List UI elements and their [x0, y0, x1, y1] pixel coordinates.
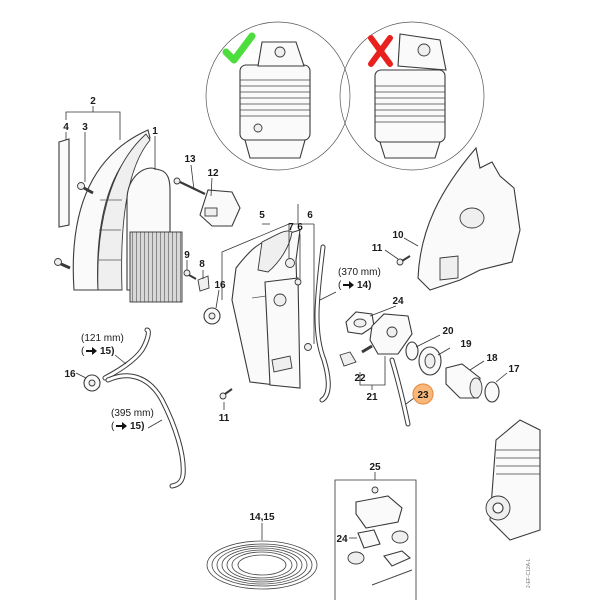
callout-17: 17 [508, 364, 520, 375]
callout-3: 3 [82, 122, 88, 133]
callout-7: 7 [288, 222, 294, 233]
note-395-open: ( [111, 421, 115, 432]
knob-22 [339, 351, 357, 367]
bracket-12 [199, 189, 241, 227]
plug-6b [304, 343, 312, 351]
note-395mm: (395 mm) ( 15) [111, 408, 154, 432]
note-121-open: ( [81, 346, 85, 357]
callout-6b: 6 [307, 210, 313, 221]
callout-5: 5 [259, 210, 265, 221]
callout-21: 21 [366, 392, 378, 403]
bolt-13 [173, 177, 206, 195]
highlight-badge[interactable] [412, 383, 434, 405]
engine-cylinder-correct-illustration [239, 41, 311, 159]
note-370-open: ( [338, 280, 342, 291]
note-121mm: (121 mm) ( 15) [81, 333, 124, 357]
callout-24: 24 [392, 296, 404, 307]
gasket-24 [345, 311, 375, 335]
shroud-10 [417, 146, 521, 291]
note-121-length: (121 mm) [81, 333, 124, 344]
clip-8 [197, 275, 210, 292]
plug-7 [285, 258, 295, 268]
callout-23: 23 [417, 390, 429, 401]
callout-25: 25 [369, 462, 381, 473]
callout-12: 12 [207, 168, 219, 179]
screw-11-lower [219, 388, 233, 400]
note-370mm: (370 mm) ( 14) [338, 267, 381, 291]
arrow-right-icon [86, 347, 97, 355]
note-395-ref: 15) [130, 421, 144, 432]
note-370-length: (370 mm) [338, 267, 381, 278]
screw-lower-left [54, 258, 71, 270]
screw-9 [183, 269, 197, 280]
check-icon [222, 32, 256, 64]
highlight-callout-23[interactable]: 23 [412, 383, 434, 405]
x-icon [368, 35, 393, 67]
callout-16-lower: 16 [64, 369, 76, 380]
comparison-incorrect [339, 21, 485, 171]
note-121-ref: 15) [100, 346, 114, 357]
callout-24-kit: 24 [336, 534, 348, 545]
screw-11-upper [396, 255, 411, 266]
callout-2: 2 [90, 96, 96, 107]
engine-partial [485, 419, 541, 541]
callout-13: 13 [184, 154, 196, 165]
air-filter [126, 167, 183, 303]
callout-14-15: 14,15 [249, 512, 274, 523]
callout-8: 8 [199, 259, 205, 270]
note-370-ref: 14) [357, 280, 371, 291]
callout-10: 10 [392, 230, 404, 241]
callout-22: 22 [354, 373, 366, 384]
callout-20: 20 [442, 326, 454, 337]
callout-11-upper: 11 [372, 243, 383, 254]
hose-370mm [314, 244, 331, 403]
screw-3 [77, 182, 94, 195]
valve-16-upper [203, 307, 221, 325]
note-395-length: (395 mm) [111, 408, 154, 419]
valve-16-lower [83, 374, 101, 392]
callout-4: 4 [63, 122, 69, 133]
plug-6a [294, 278, 302, 286]
air-filter-cover [72, 129, 151, 291]
leader-lines [65, 106, 508, 540]
manifold-18 [445, 363, 483, 399]
callout-9: 9 [184, 250, 190, 261]
comparison-correct [205, 21, 351, 171]
fuel-line-coil-14-15 [206, 540, 318, 590]
hose-121mm [102, 327, 151, 381]
gasket-kit-box [334, 479, 417, 600]
engine-cylinder-incorrect-illustration [374, 33, 447, 159]
callout-6a: 6 [297, 222, 303, 233]
callout-16-upper: 16 [214, 280, 226, 291]
hose-395mm [105, 373, 186, 489]
carburetor-21 [361, 313, 413, 355]
callout-19: 19 [460, 339, 472, 350]
callout-1: 1 [152, 126, 158, 137]
flange-19 [418, 346, 442, 376]
arrow-right-icon [343, 281, 354, 289]
hose-23 [389, 357, 411, 427]
drawing-code: 2-EF-C12A-L [526, 558, 532, 588]
carburetor-box-housing [231, 229, 301, 389]
ring-20 [405, 341, 419, 361]
arrow-right-icon [116, 422, 127, 430]
callout-11-lower: 11 [219, 413, 230, 424]
callout-18: 18 [486, 353, 498, 364]
clamp-17 [484, 381, 500, 403]
label-sticker-4 [58, 138, 70, 228]
